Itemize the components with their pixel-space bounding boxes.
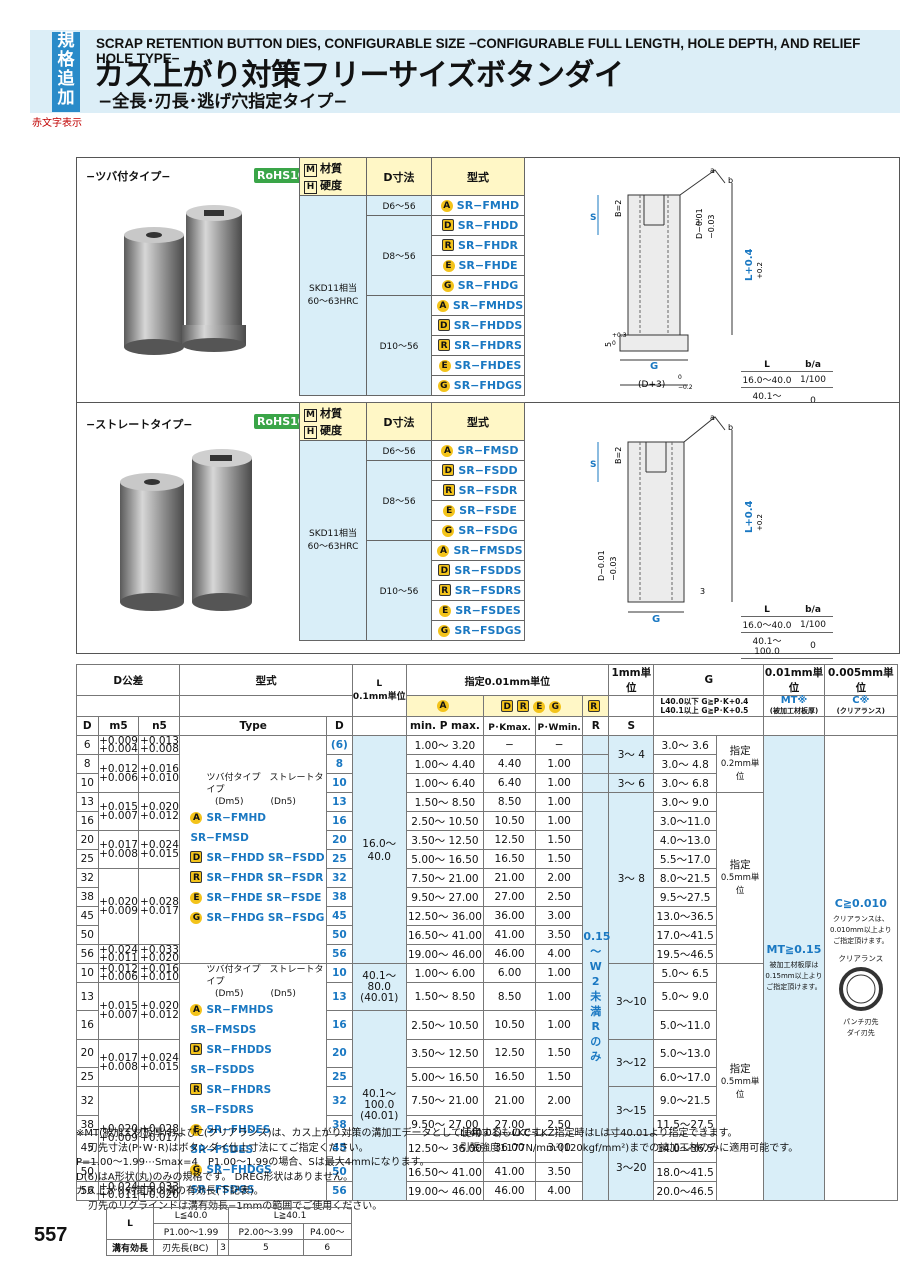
svg-text:D−0.01: D−0.01 (597, 550, 606, 581)
svg-text:−0.2: −0.2 (678, 384, 693, 391)
flanged-type-label: −ツバ付タイプ− (86, 170, 171, 183)
svg-text:+0.2: +0.2 (756, 514, 764, 531)
d-dim-header: D寸法 (366, 157, 432, 196)
svg-text:S: S (590, 460, 596, 470)
svg-text:3: 3 (695, 218, 700, 227)
c-column: C≧0.010 クリアランスは、0.010mm以上よりご指定頂けます。 クリアラ… (823, 735, 899, 1201)
notes-right: L(40.01)⋯LKC･LKZ指定時はLは寸40.01より指定できます。 引張… (460, 1128, 799, 1154)
page-number: 557 (34, 1224, 68, 1246)
type-header: 型式 (431, 157, 525, 196)
rohs-badge: RoHS10 (254, 164, 309, 183)
svg-text:5: 5 (604, 342, 613, 347)
svg-text:−0.03: −0.03 (707, 214, 716, 239)
svg-text:L+0.4: L+0.4 (744, 500, 755, 533)
svg-text:0: 0 (612, 340, 616, 347)
effective-length-table: L L≦40.0 L≧40.1 P1.00〜1.99 P2.00〜3.99 P4… (106, 1207, 353, 1256)
svg-text:0: 0 (678, 374, 682, 381)
spec-added-tag: 規格追加 (52, 32, 80, 112)
flanged-technical-drawing: S B=2 D−0.01 −0.03 L+0.4 +0.2 3 5 +0.3 0… (590, 166, 764, 391)
clearance-diagram-icon (838, 967, 883, 1011)
svg-text:(D+3): (D+3) (638, 380, 665, 390)
red-text-note: 赤文字表示 (32, 118, 82, 129)
svg-text:+0.2: +0.2 (756, 262, 764, 279)
straight-type-label: −ストレートタイプ− (86, 418, 193, 431)
svg-text:b: b (728, 176, 733, 185)
straight-technical-drawing: S B=2 D−0.01 −0.03 L+0.4 +0.2 3 G a b (590, 413, 764, 625)
svg-text:b: b (728, 423, 733, 432)
svg-text:S: S (590, 213, 596, 223)
subtitle-japanese: −全長･刃長･逃げ穴指定タイプ− (98, 92, 348, 112)
svg-text:G: G (650, 361, 658, 372)
svg-text:G: G (652, 614, 660, 625)
svg-text:B=2: B=2 (614, 200, 623, 217)
svg-text:a: a (710, 413, 715, 422)
title-japanese: カス上がり対策フリーサイズボタンダイ (94, 58, 624, 93)
header-band (30, 30, 900, 113)
rohs-badge-2: RoHS10 (254, 410, 309, 429)
hardness-icon-2: H (304, 425, 317, 439)
straight-die-photo (120, 449, 252, 611)
svg-text:−0.03: −0.03 (609, 556, 618, 581)
flanged-die-photo (124, 205, 246, 355)
svg-text:a: a (710, 166, 715, 175)
svg-text:L+0.4: L+0.4 (744, 248, 755, 281)
material-icon-2: M (304, 408, 317, 422)
notes-left: ※MT(被加工材板厚)およびC(クリアランス)は、カス上がり対策の溝加工データと… (76, 1128, 551, 1212)
svg-text:+0.3: +0.3 (612, 332, 627, 339)
svg-text:3: 3 (700, 587, 705, 596)
svg-text:D−0.01: D−0.01 (695, 208, 704, 239)
svg-text:B=2: B=2 (614, 447, 623, 464)
hardness-icon: H (304, 180, 317, 194)
title-english: SCRAP RETENTION BUTTON DIES, CONFIGURABL… (96, 36, 861, 66)
material-icon: M (304, 163, 317, 177)
